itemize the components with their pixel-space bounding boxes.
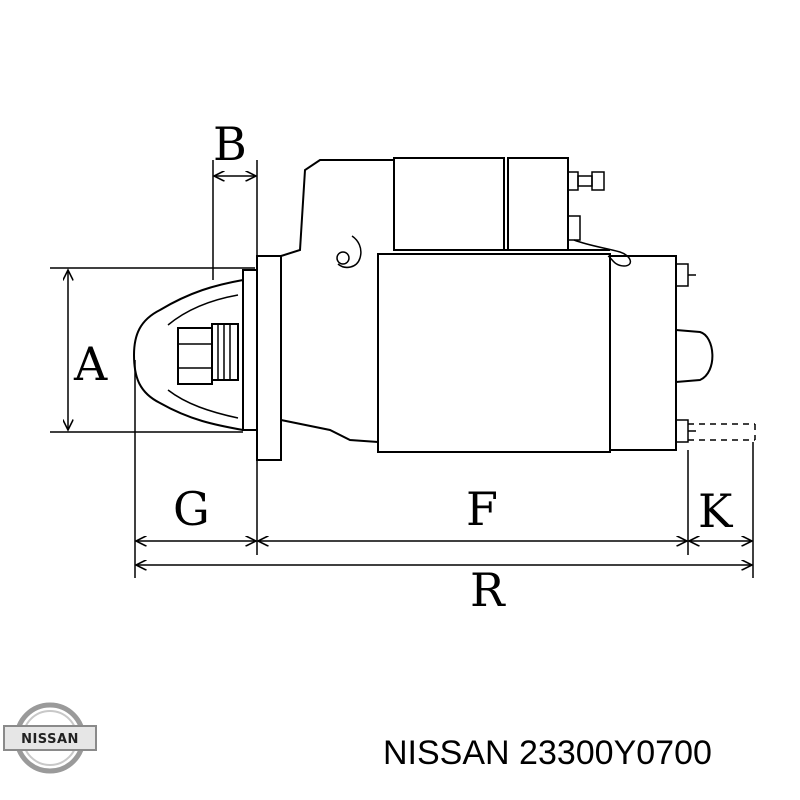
dimension-label-k: K	[698, 484, 734, 538]
dimension-label-r: R	[470, 563, 506, 617]
nissan-logo-text: NISSAN	[21, 732, 79, 747]
starter-motor-outline	[132, 157, 756, 461]
dimension-label-a: A	[73, 337, 108, 391]
dimension-label-g: G	[173, 482, 210, 536]
part-number-caption: NISSAN 23300Y0700	[383, 734, 712, 772]
nissan-logo: NISSAN	[3, 702, 97, 774]
dimension-label-f: F	[466, 482, 498, 536]
dimension-lines	[50, 160, 754, 578]
dimension-label-b: B	[213, 117, 247, 171]
